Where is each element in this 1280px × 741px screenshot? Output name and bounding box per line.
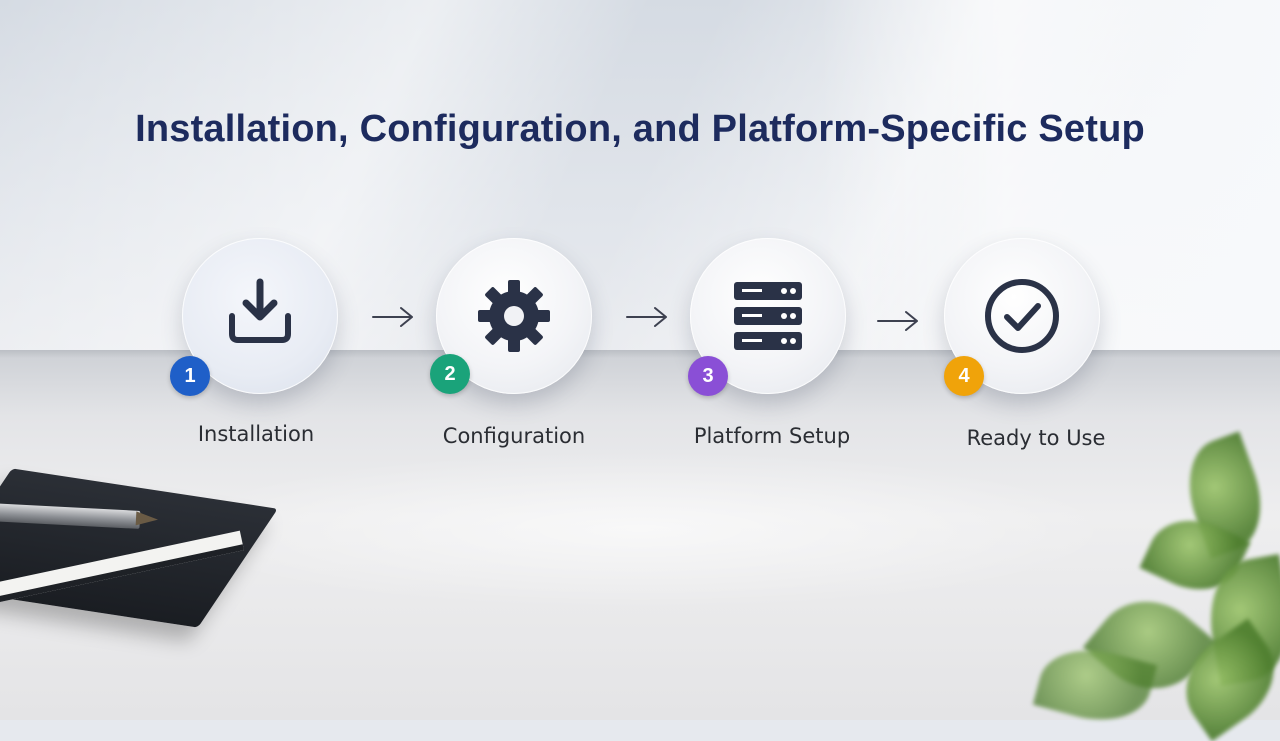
step-label: Platform Setup bbox=[693, 424, 851, 448]
checkmark-icon bbox=[985, 279, 1059, 353]
desk-edge bbox=[0, 350, 1280, 358]
arrow-right-icon bbox=[372, 307, 413, 327]
gear-icon bbox=[478, 280, 550, 352]
step-configuration: 2 Configuration bbox=[416, 238, 616, 458]
step-number-badge: 4 bbox=[944, 356, 984, 396]
step-ready-to-use: 4 Ready to Use bbox=[924, 238, 1124, 458]
step-label: Ready to Use bbox=[966, 426, 1106, 450]
step-label: Configuration bbox=[442, 424, 586, 448]
diagram-title: Installation, Configuration, and Platfor… bbox=[135, 108, 1145, 150]
step-installation: 1 Installation bbox=[162, 238, 362, 458]
step-number-badge: 1 bbox=[170, 356, 210, 396]
download-icon bbox=[229, 278, 291, 343]
arrow-right-icon bbox=[877, 311, 918, 331]
step-label: Installation bbox=[197, 422, 315, 446]
step-number-badge: 2 bbox=[430, 354, 470, 394]
step-number-badge: 3 bbox=[688, 356, 728, 396]
arrow-right-icon bbox=[626, 307, 667, 327]
pen-tip bbox=[135, 511, 159, 527]
desk-reflection bbox=[160, 450, 1120, 610]
step-platform-setup: 3 Platform Setup bbox=[670, 238, 870, 458]
server-icon bbox=[734, 282, 802, 350]
